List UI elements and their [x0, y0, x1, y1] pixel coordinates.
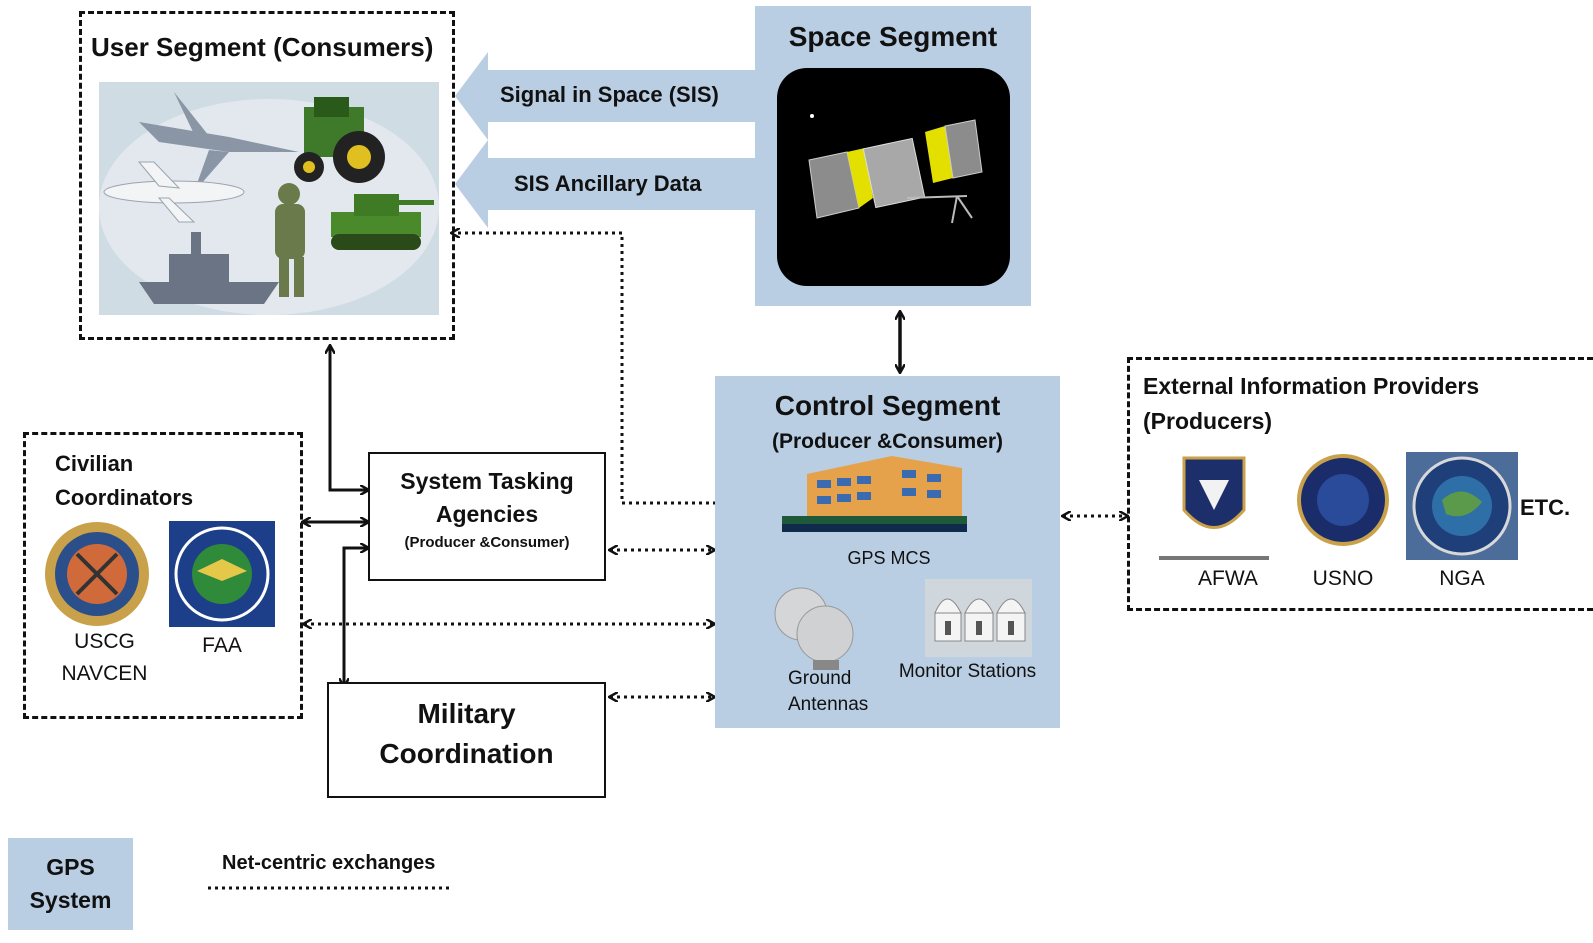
tractor-icon: [294, 97, 385, 183]
user-segment-title: User Segment (Consumers): [91, 32, 434, 62]
ground-antennas-image: [773, 582, 858, 672]
civilian-coordinators-box: Civilian Coordinators USCG NAVCEN FAA: [23, 432, 303, 719]
airliner-icon: [103, 161, 245, 223]
tasking-sub: (Producer &Consumer): [404, 534, 570, 551]
military-line2: Coordination: [379, 738, 554, 769]
faa-label: FAA: [202, 634, 242, 657]
tasking-line2: Agencies: [435, 501, 539, 527]
gps-mcs-building-image: [782, 456, 967, 536]
gps-mcs-label: GPS MCS: [847, 548, 931, 568]
satellite-image: [777, 68, 1010, 286]
external-title-line2: (Producers): [1143, 408, 1273, 434]
nga-label: NGA: [1439, 567, 1485, 590]
uscg-label-line1: USCG: [74, 630, 135, 653]
external-title-line1: External Information Providers: [1143, 373, 1480, 399]
tank-icon: [331, 194, 434, 250]
legend-gps-line2: System: [29, 887, 112, 913]
sis-ancillary-label: SIS Ancillary Data: [514, 171, 702, 196]
afwa-logo: [1159, 450, 1269, 562]
uscg-label-line2: NAVCEN: [61, 662, 148, 685]
monitor-stations-label: Monitor Stations: [898, 661, 1037, 682]
etc-label: ETC.: [1520, 495, 1571, 520]
control-segment-box: Control Segment (Producer &Consumer) GPS…: [715, 376, 1060, 728]
user-segment-box: User Segment (Consumers): [79, 11, 455, 340]
system-tasking-agencies-box: System Tasking Agencies (Producer &Consu…: [368, 452, 606, 581]
space-segment-box: Space Segment: [755, 6, 1031, 306]
legend-gps-system-swatch: GPS System: [8, 838, 133, 930]
civilian-title-line2: Coordinators: [55, 485, 194, 510]
military-coordination-box: Military Coordination: [327, 682, 606, 798]
military-line1: Military: [417, 698, 516, 729]
ground-antennas-label-line1: Ground: [788, 668, 852, 689]
user-segment-image: [99, 82, 439, 315]
nga-logo: [1406, 452, 1518, 560]
sis-label: Signal in Space (SIS): [500, 82, 719, 107]
usno-label: USNO: [1312, 567, 1374, 590]
soldier-icon: [275, 183, 305, 297]
usno-logo: [1297, 450, 1389, 550]
space-segment-title: Space Segment: [788, 21, 998, 52]
afwa-label: AFWA: [1198, 567, 1258, 590]
faa-logo: [169, 521, 275, 627]
uscg-logo: [42, 519, 152, 629]
external-providers-box: External Information Providers (Producer…: [1127, 357, 1593, 611]
civilian-title-line1: Civilian: [55, 451, 134, 476]
warship-icon: [139, 232, 279, 304]
monitor-stations-image: [925, 579, 1032, 657]
ground-antennas-label-line2: Antennas: [788, 694, 869, 715]
legend-gps-line1: GPS: [46, 854, 95, 880]
user-tasking-link: [330, 346, 368, 490]
legend-netcentric-label: Net-centric exchanges: [222, 852, 436, 874]
control-segment-sub: (Producer &Consumer): [771, 430, 1004, 453]
control-segment-title: Control Segment: [774, 390, 1001, 421]
tasking-military-link: [344, 548, 368, 686]
tasking-line1: System Tasking: [400, 468, 574, 494]
satellite-icon: [808, 114, 983, 224]
